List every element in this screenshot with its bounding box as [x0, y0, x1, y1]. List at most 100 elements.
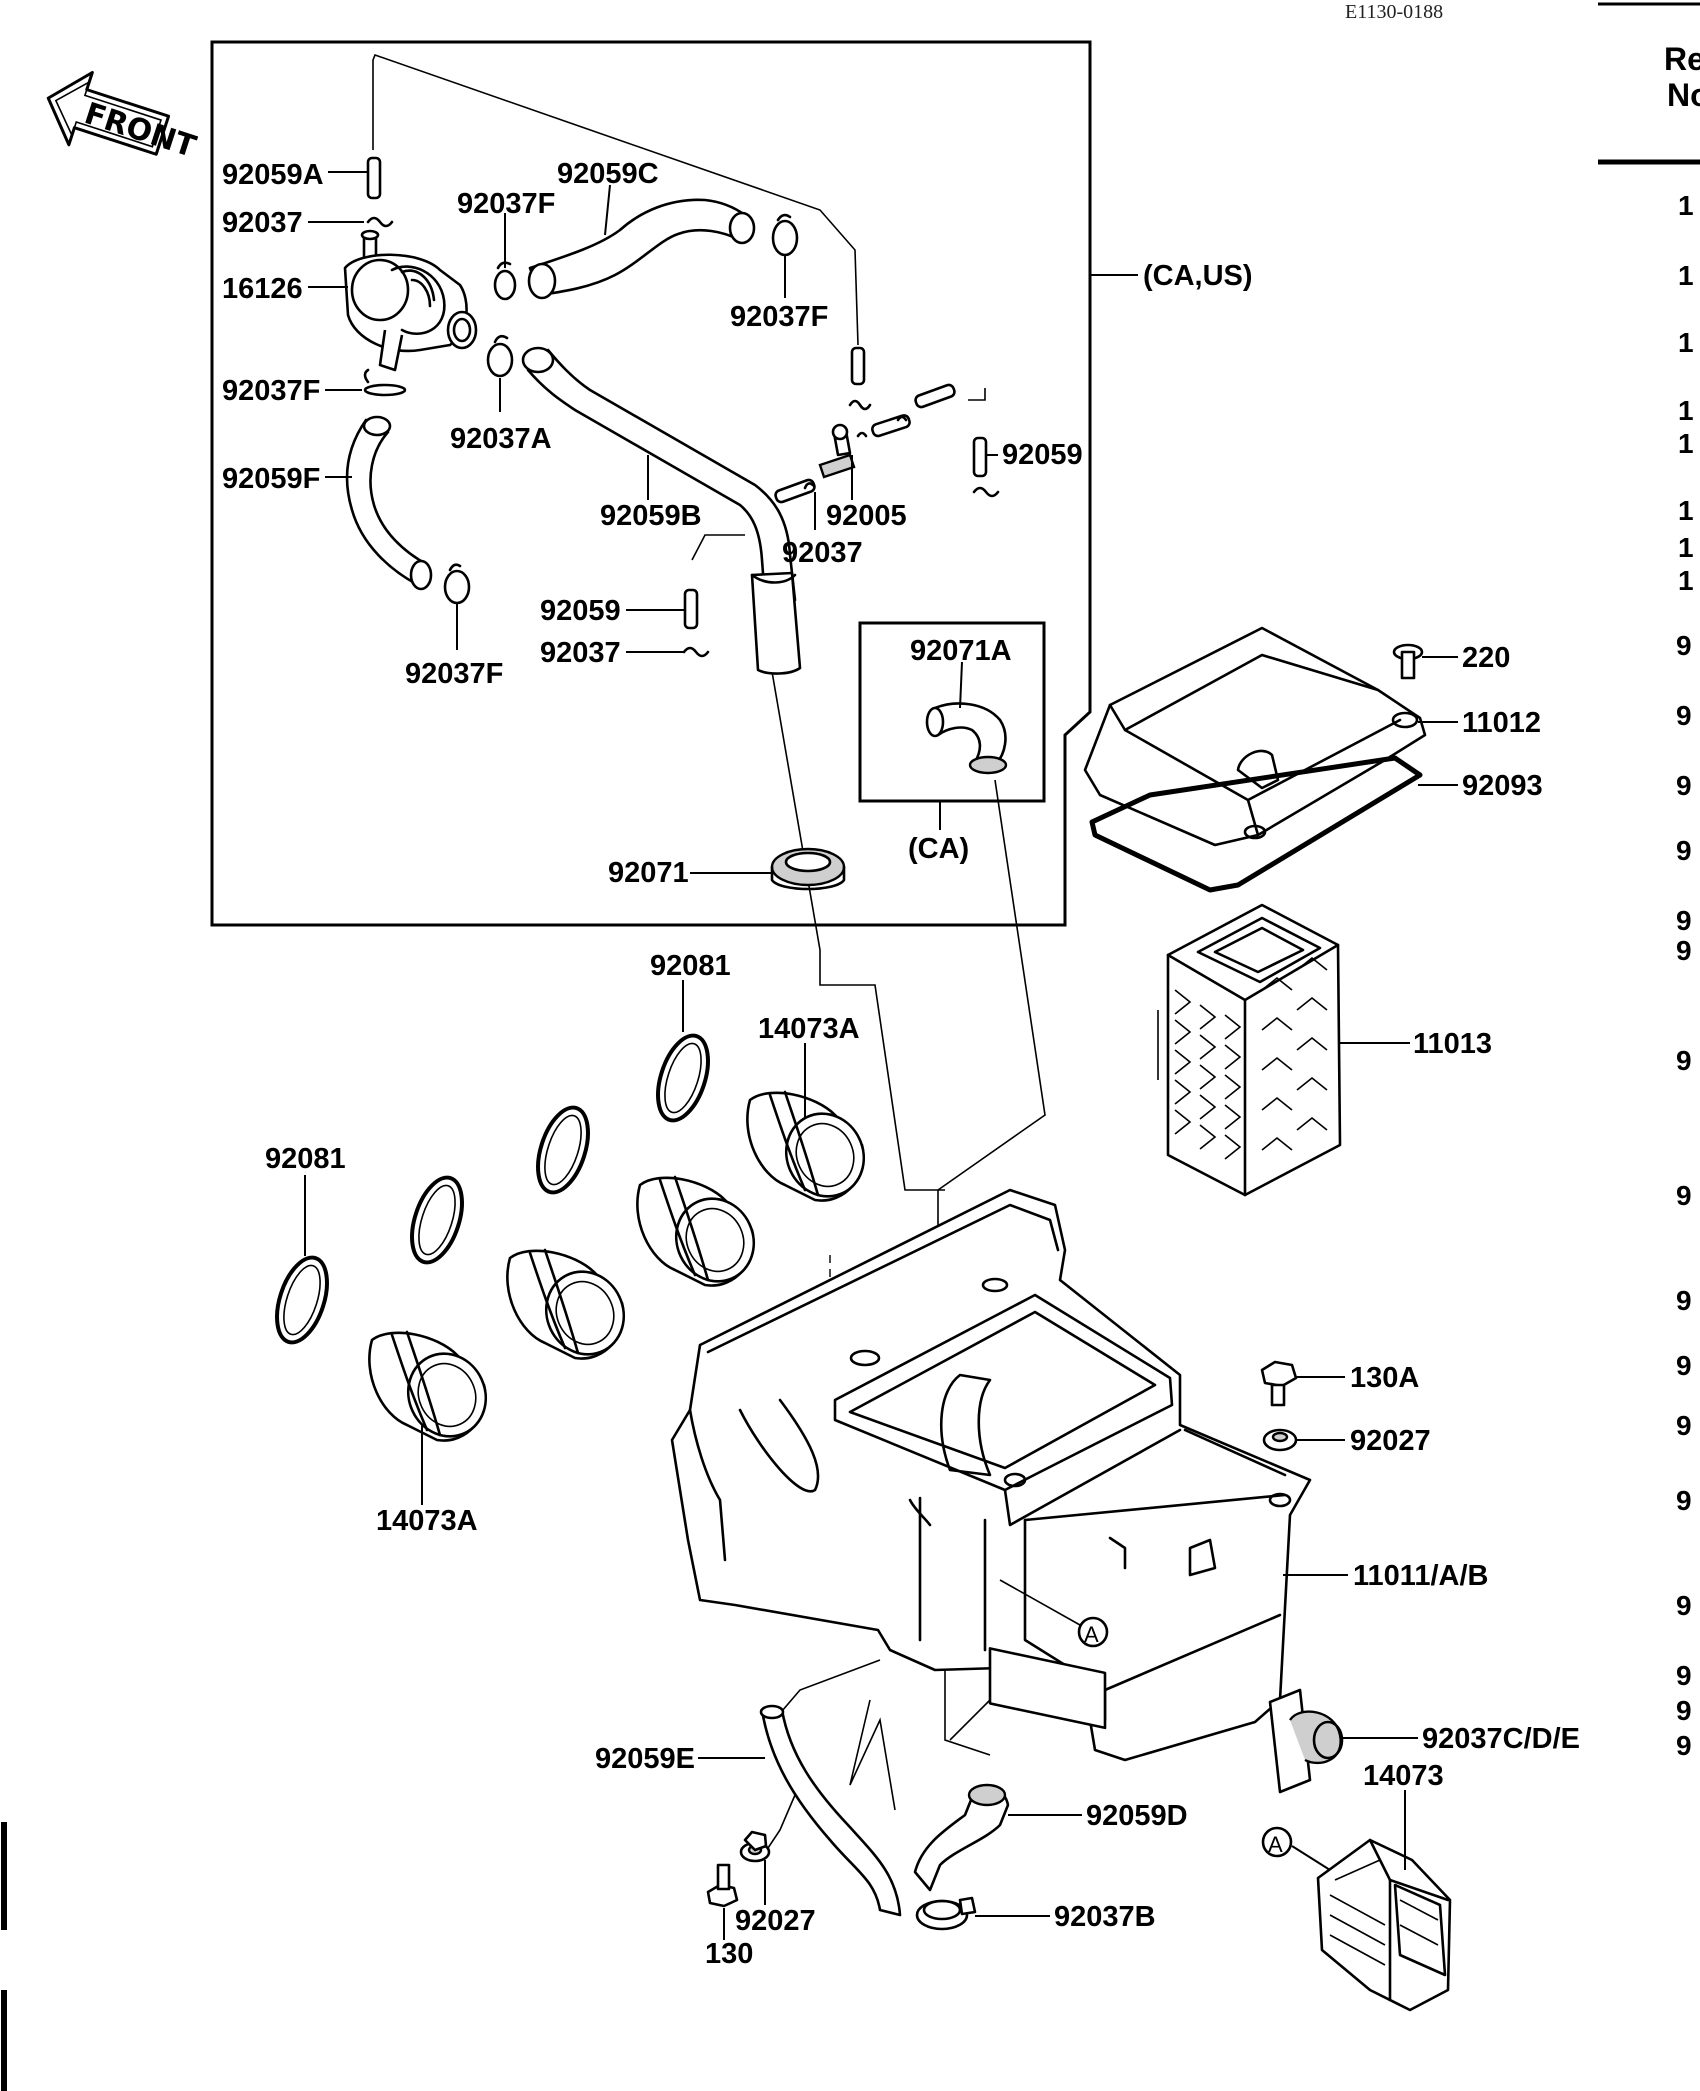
column-row-16: 9	[1676, 1285, 1692, 1316]
o-ring-92081-b	[275, 1255, 329, 1345]
leader-lines	[304, 171, 1458, 1940]
label-92037-top: 92037	[222, 207, 303, 239]
filter-mesh	[1174, 956, 1328, 1160]
duct-14073A-1	[746, 1090, 866, 1202]
drain-hose-92059E	[760, 1708, 902, 1917]
hose-92059-right	[972, 436, 988, 478]
label-92071A: 92071A	[910, 635, 1012, 667]
cover-11012	[1083, 626, 1427, 847]
label-92027-bottom: 92027	[735, 1905, 816, 1937]
column-row-4: 1	[1678, 428, 1694, 459]
label-92037F-bottom: 92037F	[405, 658, 503, 690]
front-direction-badge: FRONT	[46, 71, 201, 165]
duct-14073A-4	[368, 1330, 488, 1442]
column-row-17: 9	[1676, 1350, 1692, 1381]
column-row-5: 1	[1678, 495, 1694, 526]
column-row-22: 9	[1676, 1695, 1692, 1726]
column-header-line1: Re	[1664, 41, 1700, 77]
clip-92037F-bottom	[443, 563, 471, 605]
column-row-0: 1	[1678, 190, 1694, 221]
label-14073: 14073	[1363, 1760, 1444, 1792]
column-row-13: 9	[1676, 935, 1692, 966]
routing-lines	[372, 53, 1046, 1861]
callout-marker-a-housing: A	[999, 1579, 1109, 1648]
washer-92027-bottom	[739, 1830, 771, 1863]
column-row-8: 9	[1676, 630, 1692, 661]
label-92037CDE: 92037C/D/E	[1422, 1723, 1580, 1755]
label-92037-left: 92037	[540, 637, 621, 669]
column-row-11: 9	[1676, 835, 1692, 866]
label-92059C: 92059C	[557, 158, 659, 190]
callout-letter-a-duct: A	[1268, 1832, 1283, 1857]
fitting-92005	[774, 383, 956, 504]
screw-220	[1392, 643, 1424, 680]
column-row-19: 9	[1676, 1485, 1692, 1516]
column-row-20: 9	[1676, 1590, 1692, 1621]
label-92059A: 92059A	[222, 159, 324, 191]
label-92093: 92093	[1462, 770, 1543, 802]
label-92059F: 92059F	[222, 463, 320, 495]
column-row-12: 9	[1676, 905, 1692, 936]
label-14073A-lower: 14073A	[376, 1505, 478, 1537]
clip-92037F-left	[363, 368, 407, 397]
label-92037F-left: 92037F	[222, 375, 320, 407]
duct-14073	[1316, 1838, 1452, 2012]
column-row-10: 9	[1676, 770, 1692, 801]
o-ring-92081-a	[656, 1033, 710, 1123]
clip-92037-left	[682, 646, 710, 658]
label-11011AB: 11011/A/B	[1353, 1560, 1488, 1592]
label-92037F-upper: 92037F	[457, 188, 555, 220]
label-92037A: 92037A	[450, 423, 552, 455]
o-ring-92081-c	[536, 1105, 590, 1195]
elbow-92071A	[925, 702, 1008, 775]
label-130: 130	[705, 1938, 753, 1970]
label-92037B: 92037B	[1054, 1901, 1156, 1933]
ca-group-frame	[858, 621, 1046, 803]
label-92081-upper: 92081	[650, 950, 731, 982]
label-16126: 16126	[222, 273, 303, 305]
label-92081-lower: 92081	[265, 1143, 346, 1175]
ca-us-group-frame	[210, 40, 1092, 927]
label-220: 220	[1462, 642, 1510, 674]
elbow-92059D	[913, 1783, 1010, 1892]
grommet-92071	[770, 847, 846, 891]
clip-92037A	[486, 334, 514, 378]
column-row-2: 1	[1678, 327, 1694, 358]
label-14073A-upper: 14073A	[758, 1013, 860, 1045]
hose-92059-left	[683, 588, 699, 630]
gasket-92093	[1089, 755, 1423, 893]
label-11012: 11012	[1462, 707, 1541, 739]
bolt-130	[706, 1863, 739, 1908]
hose-92059F	[345, 418, 430, 587]
bolt-130A	[1260, 1360, 1298, 1407]
label-130A: 130A	[1350, 1362, 1419, 1394]
clip-92037-top	[366, 216, 394, 228]
hose-92059-top	[850, 346, 866, 386]
air-box-housing-11011	[670, 1188, 1312, 1762]
clamp-92037B	[915, 1896, 977, 1931]
label-92071: 92071	[608, 857, 689, 889]
column-row-23: 9	[1676, 1730, 1692, 1761]
callout-marker-a-duct: A	[1261, 1826, 1331, 1871]
ca-us-group-label: (CA,US)	[1143, 260, 1253, 292]
column-row-6: 1	[1678, 532, 1694, 563]
column-row-21: 9	[1676, 1660, 1692, 1691]
label-92059-left: 92059	[540, 595, 621, 627]
label-92037F-right: 92037F	[730, 301, 828, 333]
column-row-15: 9	[1676, 1180, 1692, 1211]
label-92059D: 92059D	[1086, 1800, 1188, 1832]
label-92059-right: 92059	[1002, 439, 1083, 471]
o-ring-92081-d	[410, 1175, 464, 1265]
hose-92059C	[528, 198, 747, 297]
callout-letter-a-housing: A	[1084, 1622, 1099, 1647]
duct-14073A-2	[636, 1175, 756, 1287]
column-row-14: 9	[1676, 1045, 1692, 1076]
label-92059B: 92059B	[600, 500, 702, 532]
label-92059E: 92059E	[595, 1743, 695, 1775]
label-92037-mid: 92037	[782, 537, 863, 569]
column-row-3: 1	[1678, 395, 1694, 426]
duct-14073A-3	[506, 1248, 626, 1360]
